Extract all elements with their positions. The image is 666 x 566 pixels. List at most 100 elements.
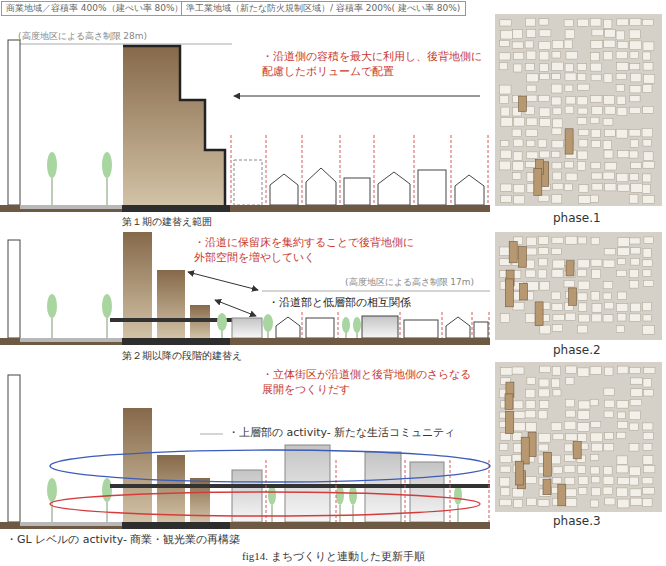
model-block — [605, 106, 616, 114]
model-block — [540, 64, 549, 72]
model-block — [578, 368, 589, 377]
model-block — [591, 454, 599, 460]
model-block — [526, 162, 537, 168]
model-block — [629, 151, 638, 158]
model-block — [591, 74, 601, 81]
model-block — [552, 478, 561, 484]
model-tower — [565, 129, 573, 154]
model-block — [539, 258, 548, 266]
model-block — [603, 315, 613, 322]
model-tower — [558, 484, 566, 506]
model-block — [591, 292, 600, 300]
model-block — [577, 466, 585, 474]
model-block — [578, 281, 590, 290]
model-block — [552, 128, 562, 135]
phase1-section — [414, 135, 415, 212]
phase2-section — [262, 291, 490, 292]
model-block — [617, 412, 625, 419]
phase2-section — [342, 317, 350, 333]
model-block — [604, 302, 613, 309]
model-block — [642, 477, 653, 484]
model-block — [565, 64, 573, 72]
activity-note: ・GL レベルの activity- 商業・観光業の再構築 — [6, 533, 240, 547]
model-block — [578, 476, 588, 484]
model-block — [590, 399, 598, 405]
model-block — [552, 62, 564, 70]
model-block — [617, 313, 626, 321]
model-block — [527, 118, 538, 126]
model-block — [617, 19, 629, 26]
model-block — [500, 444, 508, 451]
model-block — [513, 117, 524, 126]
model-block — [578, 73, 586, 80]
model-tower — [521, 437, 529, 464]
model-block — [513, 139, 523, 147]
model-block — [526, 260, 535, 269]
model-block — [565, 444, 573, 452]
model-block — [629, 195, 638, 204]
phase1-section — [0, 40, 490, 212]
model-block — [629, 423, 638, 430]
model-block — [566, 97, 576, 105]
model-block — [592, 477, 600, 483]
model-block — [564, 20, 573, 27]
model-block — [552, 74, 561, 80]
model-tower — [519, 96, 527, 111]
phase3-section — [0, 522, 490, 529]
height-limit-note: (高度地区による高さ制限 28m) — [18, 31, 147, 43]
model-block — [616, 129, 628, 138]
model-block — [618, 184, 630, 191]
model-block — [630, 489, 641, 497]
model-block — [631, 183, 643, 192]
phase1-section — [418, 170, 446, 205]
model-block — [565, 477, 575, 484]
phase1-section — [266, 135, 267, 212]
model-block — [591, 41, 603, 49]
zone-legend-box: 商業地域／容積率 400%（建ぺい率 80%） — [1, 1, 189, 16]
height-limit-note: (高度地区による高さ制限 17m) — [345, 277, 474, 289]
model-block — [565, 313, 576, 320]
figure-caption: fig14. まちづくりと連動した更新手順 — [242, 549, 425, 563]
photo-label: phase.1 — [553, 211, 601, 227]
model-block — [527, 85, 536, 92]
model-block — [643, 161, 655, 168]
model-block — [630, 174, 639, 181]
model-block — [631, 73, 642, 82]
model-block — [553, 183, 563, 189]
phase1-section — [47, 152, 57, 178]
model-block — [538, 195, 549, 202]
model-block — [553, 390, 561, 396]
model-block — [643, 106, 654, 113]
model-block — [603, 172, 614, 179]
model-block — [566, 410, 575, 417]
model-block — [552, 162, 562, 169]
model-block — [604, 249, 615, 255]
model-block — [512, 367, 524, 374]
model-block — [579, 196, 591, 204]
model-block — [525, 477, 537, 484]
phase3-section — [20, 522, 122, 526]
model-block — [552, 195, 562, 204]
model-block — [643, 390, 653, 396]
model-tower — [535, 302, 543, 326]
model-block — [591, 488, 600, 496]
model-block — [551, 455, 561, 464]
design-note: ・沿道に保留床を集約することで後背地側に 外部空間を増やしていく — [194, 236, 416, 266]
model-block — [512, 173, 521, 180]
model-block — [525, 410, 536, 418]
phase1-section — [234, 160, 262, 205]
model-block — [579, 314, 590, 322]
model-block — [526, 423, 536, 432]
model-block — [591, 162, 601, 168]
model-block — [629, 444, 639, 452]
model-block — [643, 152, 653, 161]
model-block — [578, 411, 590, 420]
model-block — [617, 174, 628, 182]
model-block — [643, 444, 652, 451]
model-block — [630, 18, 641, 25]
model-block — [643, 456, 653, 465]
phase3-section — [340, 505, 341, 522]
model-block — [551, 84, 562, 93]
model-tower — [543, 452, 551, 476]
